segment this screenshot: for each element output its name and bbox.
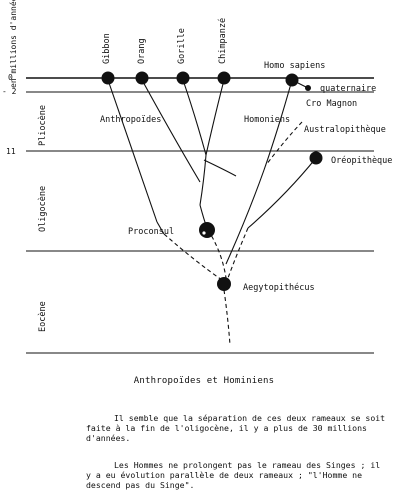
label-australopitheque: Australopithèque bbox=[304, 124, 386, 135]
axis-title: en millions d'années bbox=[8, 0, 18, 88]
branch-proconsul-link bbox=[207, 229, 227, 279]
branch-homo-sapiens bbox=[263, 79, 293, 171]
label-aegyptopithecus: Aegytopithécus bbox=[243, 282, 315, 293]
label-chimpanze: Chimpanzé bbox=[217, 18, 228, 64]
paragraph-separation: Il semble que la séparation de ces deux … bbox=[86, 413, 386, 443]
node-homo-sapiens bbox=[285, 73, 299, 87]
label-gorille: Gorille bbox=[177, 28, 187, 64]
branch-gorille bbox=[182, 79, 207, 156]
branch-aegyptopithecus-stem bbox=[223, 289, 231, 346]
branch-oreo-link bbox=[227, 227, 249, 279]
branch-oreopitheque bbox=[247, 157, 317, 229]
tick-label-minus2: - 2 bbox=[2, 87, 17, 96]
label-cro-magnon: Cro Magnon bbox=[306, 99, 357, 109]
tick-label-0: 0 bbox=[8, 73, 13, 82]
branch-orang bbox=[141, 79, 201, 183]
node-oreopitheque bbox=[309, 151, 323, 165]
label-homo-sapiens: Homo sapiens bbox=[264, 61, 325, 71]
branch-ape-connector bbox=[203, 159, 237, 177]
label-homoniens: Homoniens bbox=[244, 115, 290, 125]
paragraph-parallel-evolution: Les Hommes ne prolongent pas le rameau d… bbox=[86, 460, 381, 490]
label-anthropoides: Anthropoïdes bbox=[100, 115, 161, 125]
evolution-tree-diagram: en millions d'années 0 - 2 11 Pliocène O… bbox=[2, 0, 392, 354]
node-aegyptopithecus bbox=[217, 277, 231, 291]
branch-australopitheque bbox=[265, 121, 303, 166]
figure-caption: Anthropoïdes et Hominiens bbox=[133, 376, 275, 386]
label-orang: Orang bbox=[137, 38, 147, 64]
branch-chimpanze bbox=[205, 79, 225, 156]
node-gorille bbox=[176, 71, 190, 85]
node-gibbon bbox=[101, 71, 115, 85]
node-proconsul bbox=[199, 222, 215, 238]
label-gibbon: Gibbon bbox=[102, 33, 112, 64]
tick-label-11: 11 bbox=[6, 147, 16, 156]
branch-human-lower bbox=[225, 169, 265, 265]
node-chimpanze bbox=[217, 71, 231, 85]
branch-gorilla-chimp-stem bbox=[199, 154, 207, 206]
label-quaternaire: quaternaire bbox=[320, 84, 376, 94]
branch-gibbon-link bbox=[163, 233, 223, 281]
label-proconsul: Proconsul bbox=[128, 227, 174, 237]
node-orang bbox=[135, 71, 149, 85]
branch-gibbon bbox=[107, 79, 158, 223]
period-label-oligocene: Oligocène bbox=[37, 186, 48, 232]
branch-gibbon-stem bbox=[156, 221, 165, 235]
node-proconsul-highlight bbox=[202, 231, 206, 235]
node-quaternaire bbox=[305, 85, 311, 91]
label-oreopitheque: Oréopithèque bbox=[331, 155, 392, 166]
period-label-pliocene: Pliocène bbox=[37, 105, 48, 146]
period-label-eocene: Eocène bbox=[37, 301, 48, 332]
